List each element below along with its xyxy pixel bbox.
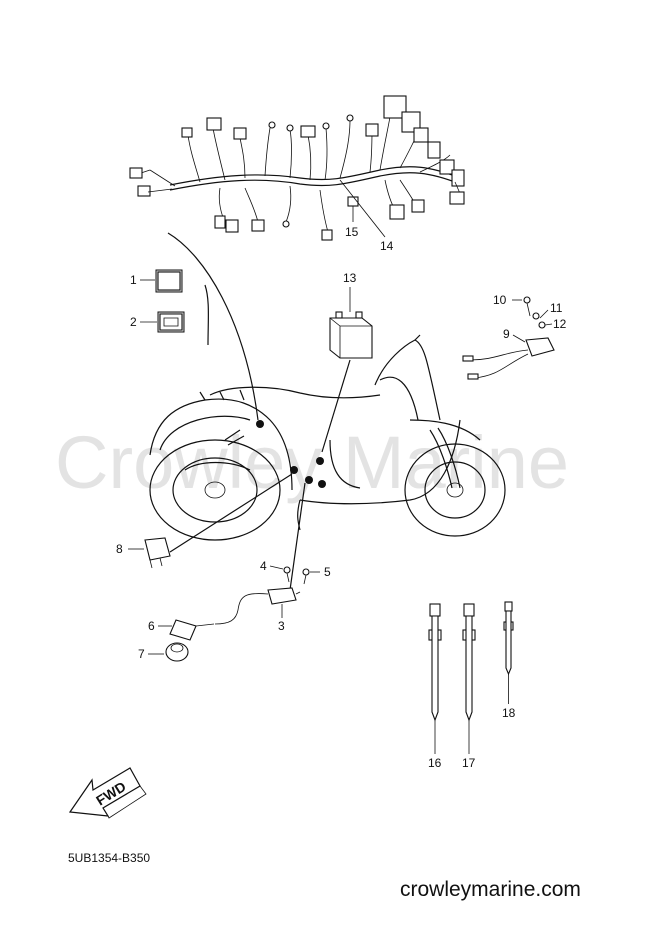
part-18-cable-tie[interactable] bbox=[503, 601, 514, 676]
callout-5: 5 bbox=[324, 565, 331, 579]
callout-11: 11 bbox=[550, 301, 563, 315]
callout-17: 17 bbox=[462, 756, 476, 770]
website-link[interactable]: crowleymarine.com bbox=[400, 878, 581, 901]
callout-3: 3 bbox=[278, 619, 285, 633]
wire-harness[interactable] bbox=[129, 95, 465, 241]
callout-8: 8 bbox=[116, 542, 123, 556]
watermark-text: Crowley Marine bbox=[55, 421, 569, 504]
part-2-bracket[interactable] bbox=[157, 311, 185, 333]
part-6-plug-cap[interactable] bbox=[169, 619, 215, 641]
fwd-arrow-icon: FWD bbox=[68, 767, 147, 819]
scooter-outline bbox=[149, 334, 506, 541]
part-8-unit[interactable] bbox=[144, 537, 171, 569]
callout-16: 16 bbox=[428, 756, 442, 770]
part-10-bolt[interactable] bbox=[523, 296, 531, 317]
callout-14: 14 bbox=[380, 239, 394, 253]
callout-1: 1 bbox=[130, 273, 137, 287]
callout-12: 12 bbox=[553, 317, 567, 331]
callout-4: 4 bbox=[260, 559, 267, 573]
part-11-washer[interactable] bbox=[532, 312, 540, 320]
part-5-bolt[interactable] bbox=[302, 568, 310, 585]
part-4-bolt[interactable] bbox=[283, 566, 291, 583]
part-13-battery[interactable] bbox=[329, 311, 373, 359]
callout-10: 10 bbox=[493, 293, 507, 307]
callout-7: 7 bbox=[138, 647, 145, 661]
part-17-cable-tie[interactable] bbox=[462, 603, 476, 722]
part-9-flasher[interactable] bbox=[462, 337, 555, 380]
callout-15: 15 bbox=[345, 225, 359, 239]
callout-6: 6 bbox=[148, 619, 155, 633]
part-12-nut[interactable] bbox=[538, 321, 546, 329]
mounting-points bbox=[256, 420, 326, 488]
callout-13: 13 bbox=[343, 271, 357, 285]
drawing-code: 5UB1354-B350 bbox=[68, 851, 151, 865]
callout-2: 2 bbox=[130, 315, 137, 329]
part-16-cable-tie[interactable] bbox=[428, 603, 442, 722]
part-3-ignition-coil[interactable] bbox=[214, 587, 301, 625]
callout-18: 18 bbox=[502, 706, 516, 720]
callout-9: 9 bbox=[503, 327, 510, 341]
part-7-cover[interactable] bbox=[165, 642, 189, 662]
part-1-relay[interactable] bbox=[155, 269, 183, 293]
